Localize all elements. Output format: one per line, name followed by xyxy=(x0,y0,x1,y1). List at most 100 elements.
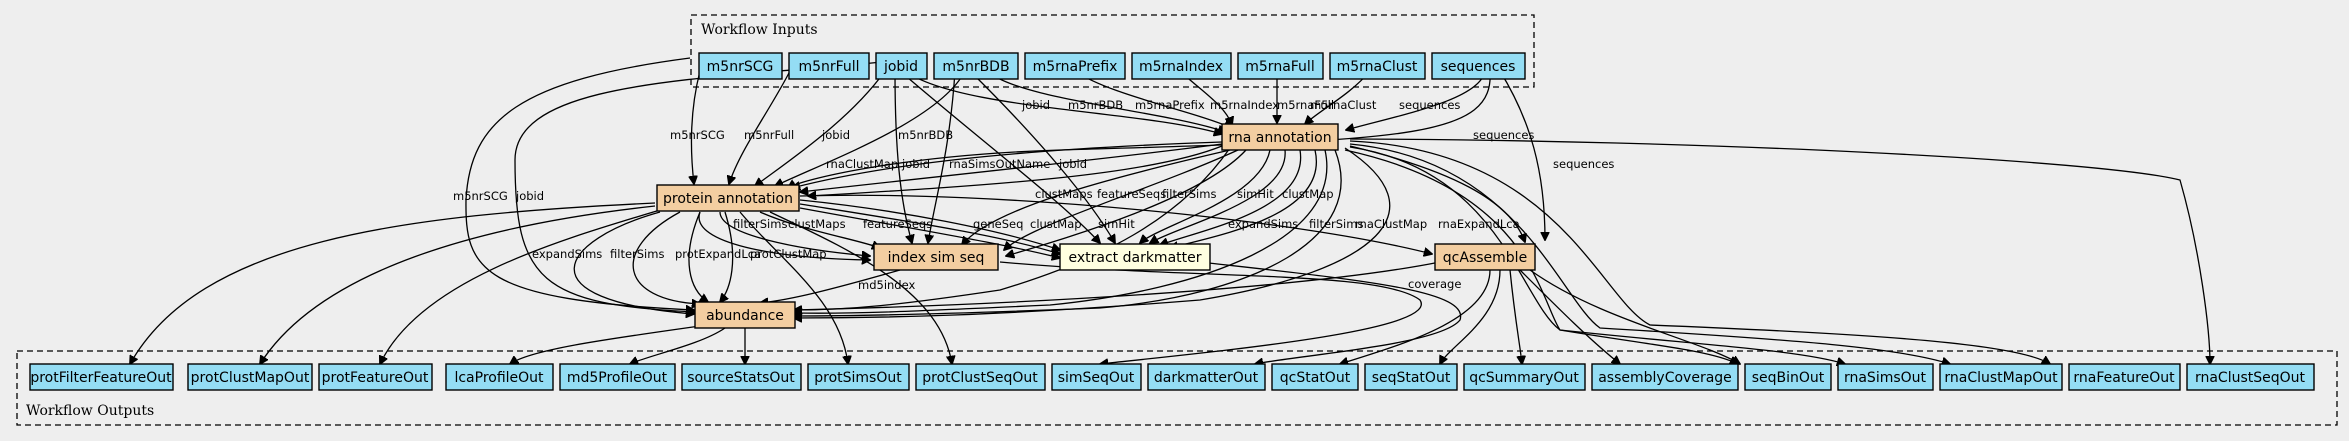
output-node-rnaFeatureOut[interactable]: rnaFeatureOut xyxy=(2068,363,2181,391)
edge-label: simHit xyxy=(1098,217,1135,231)
input-node-sequences[interactable]: sequences xyxy=(1431,52,1526,80)
output-node-darkmatterOut[interactable]: darkmatterOut xyxy=(1147,363,1266,391)
edge-label: jobid xyxy=(821,128,850,142)
node-label: qcAssemble xyxy=(1443,250,1527,266)
node-label: rnaSimsOut xyxy=(1844,370,1927,386)
edge-labels: jobid m5nrBDB m5rnaPrefix m5rnaIndex m5r… xyxy=(453,98,1614,292)
node-label: qcSummaryOut xyxy=(1469,370,1579,386)
edge-label: simHit xyxy=(1237,187,1274,201)
edge-label: expandSims xyxy=(532,247,602,261)
input-node-m5rnaIndex[interactable]: m5rnaIndex xyxy=(1131,52,1232,80)
step-node-index-sim-seq[interactable]: index sim seq xyxy=(873,243,999,271)
edge-label: featureSeqs xyxy=(1097,187,1166,201)
edge-abundance-md5ProfileOut xyxy=(630,327,726,364)
edge-label: m5rnaFull xyxy=(1277,98,1334,112)
node-label: rnaClustMapOut xyxy=(1944,370,2058,386)
output-node-seqBinOut[interactable]: seqBinOut xyxy=(1744,363,1832,391)
edge-qc-qcSummaryOut xyxy=(1509,269,1522,364)
input-node-m5rnaPrefix[interactable]: m5rnaPrefix xyxy=(1024,52,1126,80)
node-label: protClustSeqOut xyxy=(922,370,1038,386)
edge-rna-rnaFeatureOut xyxy=(1349,140,2050,364)
step-node-extract-darkmatter[interactable]: extract darkmatter xyxy=(1059,243,1211,271)
edge-label: filterSims xyxy=(1309,217,1363,231)
edge-label: jobid xyxy=(515,189,544,203)
node-label: assemblyCoverage xyxy=(1598,370,1732,386)
edge-label: jobid xyxy=(901,157,930,171)
node-label: protClustMapOut xyxy=(191,370,310,386)
step-node-qcAssemble[interactable]: qcAssemble xyxy=(1434,243,1536,271)
edge-label: protExpandLca xyxy=(675,247,761,261)
node-label: m5rnaFull xyxy=(1245,59,1314,75)
edge-m5nrSCG-abundance xyxy=(465,57,694,310)
output-node-protFeatureOut[interactable]: protFeatureOut xyxy=(318,363,433,391)
edge-label: clustMap xyxy=(1030,217,1082,231)
node-label: protFeatureOut xyxy=(322,370,429,386)
input-node-m5nrBDB[interactable]: m5nrBDB xyxy=(933,52,1019,80)
output-node-md5ProfileOut[interactable]: md5ProfileOut xyxy=(559,363,676,391)
edge-protein-protSimsOut xyxy=(739,211,848,364)
input-node-jobid[interactable]: jobid xyxy=(875,52,928,80)
edge-label: m5rnaIndex xyxy=(1210,98,1279,112)
step-node-protein-annotation[interactable]: protein annotation xyxy=(656,184,800,212)
output-node-protSimsOut[interactable]: protSimsOut xyxy=(807,363,910,391)
output-node-qcStatOut[interactable]: qcStatOut xyxy=(1271,363,1359,391)
node-label: m5rnaIndex xyxy=(1139,59,1223,75)
edge-rna-index-filtersims xyxy=(1006,149,1247,256)
input-node-m5rnaClust[interactable]: m5rnaClust xyxy=(1329,52,1426,80)
edge-protein-abundance-filtersims xyxy=(632,211,700,304)
input-node-m5nrFull[interactable]: m5nrFull xyxy=(788,52,870,80)
edge-label: geneSeq xyxy=(973,217,1023,231)
output-node-rnaClustMapOut[interactable]: rnaClustMapOut xyxy=(1939,363,2063,391)
edge-label: jobid xyxy=(1058,157,1087,171)
edge-rna-rnaClustSeqOut xyxy=(1349,138,2210,364)
node-label: rnaFeatureOut xyxy=(2073,370,2175,386)
output-node-protFilterFeatureOut[interactable]: protFilterFeatureOut xyxy=(29,363,174,391)
output-node-seqStatOut[interactable]: seqStatOut xyxy=(1364,363,1458,391)
edge-m5nrFull-protein xyxy=(729,70,791,184)
edge-label: rnaClustMap xyxy=(826,157,898,171)
edge-label: clustMaps xyxy=(1035,187,1093,201)
output-node-protClustSeqOut[interactable]: protClustSeqOut xyxy=(915,363,1046,391)
output-node-qcSummaryOut[interactable]: qcSummaryOut xyxy=(1463,363,1586,391)
workflow-inputs-cluster: Workflow Inputs xyxy=(690,14,1535,88)
output-node-lcaProfileOut[interactable]: lcaProfileOut xyxy=(445,363,554,391)
edge-label: expandSims xyxy=(1228,217,1298,231)
edge-label: m5nrFull xyxy=(744,128,794,142)
edge-label: m5nrBDB xyxy=(1068,98,1123,112)
edge-index-simSeqOut xyxy=(999,261,1422,364)
edge-protein-dark-geneseq xyxy=(799,199,1060,250)
edge-label: rnaSimsOutName xyxy=(949,157,1050,171)
edge-rna-dark-3 xyxy=(1170,149,1318,248)
node-label: extract darkmatter xyxy=(1068,250,1201,266)
edge-m5nrBDB-index xyxy=(928,70,956,243)
edge-protein-protFeatureOut xyxy=(380,209,661,364)
edge-label: filterSims xyxy=(733,217,787,231)
edge-rna-dark-clustmap xyxy=(1150,149,1286,243)
output-nodes: protFilterFeatureOut protClustMapOut pro… xyxy=(29,363,2315,391)
node-label: seqBinOut xyxy=(1752,370,1825,386)
output-node-simSeqOut[interactable]: simSeqOut xyxy=(1051,363,1142,391)
output-node-sourceStatsOut[interactable]: sourceStatsOut xyxy=(681,363,802,391)
output-node-rnaSimsOut[interactable]: rnaSimsOut xyxy=(1837,363,1934,391)
edge-rna-abundance-clustmap xyxy=(794,149,1342,316)
edge-rna-protein-b xyxy=(800,143,1223,192)
input-node-m5nrSCG[interactable]: m5nrSCG xyxy=(698,52,783,80)
output-node-assemblyCoverage[interactable]: assemblyCoverage xyxy=(1591,363,1739,391)
step-node-abundance[interactable]: abundance xyxy=(694,301,796,329)
output-node-rnaClustSeqOut[interactable]: rnaClustSeqOut xyxy=(2186,363,2315,391)
node-label: qcStatOut xyxy=(1280,370,1351,386)
workflow-outputs-title: Workflow Outputs xyxy=(26,403,154,419)
node-label: lcaProfileOut xyxy=(454,370,544,386)
node-label: rnaClustSeqOut xyxy=(2195,370,2306,386)
node-label: jobid xyxy=(883,59,918,75)
step-node-rna-annotation[interactable]: rna annotation xyxy=(1221,123,1339,151)
output-node-protClustMapOut[interactable]: protClustMapOut xyxy=(187,363,313,391)
edge-qc-seqStatOut xyxy=(1440,269,1501,364)
edge-jobid-rna xyxy=(904,70,1222,134)
edge-label: sequences xyxy=(1399,98,1460,112)
edge-qc-assemblyCoverage xyxy=(1519,269,1620,364)
edge-rna-rnaClustMapOut xyxy=(1349,143,1950,364)
input-node-m5rnaFull[interactable]: m5rnaFull xyxy=(1237,52,1324,80)
edge-label: jobid xyxy=(1021,98,1050,112)
